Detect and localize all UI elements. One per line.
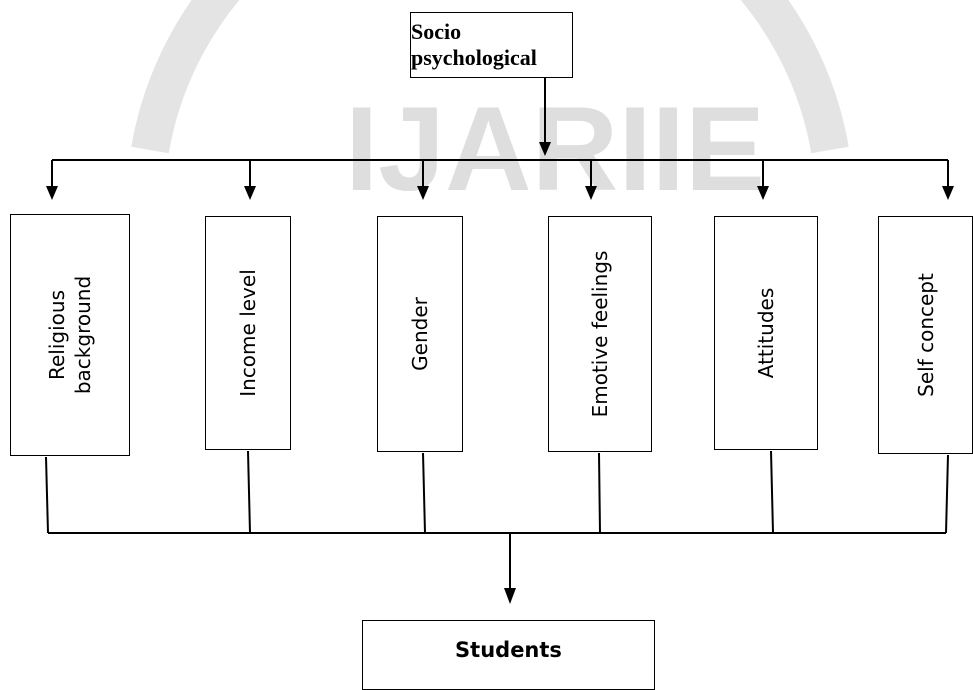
factor-label: Attitudes [753, 288, 779, 379]
watermark-text: IJARIIE [345, 82, 765, 216]
factor-node-income-level: Income level [205, 216, 291, 450]
factor-label: Income level [235, 269, 261, 397]
factor-node-emotive-feelings: Emotive feelings [548, 216, 652, 452]
arrowhead-root [539, 142, 551, 156]
factor-node-religious-background: Religious background [10, 214, 130, 456]
factor-node-attitudes: Attitudes [714, 216, 818, 450]
target-node: Students [362, 620, 655, 690]
root-node-label: Socio psychological [411, 19, 537, 70]
riser-attitudes [770, 450, 774, 534]
factor-label: Self concept [913, 273, 939, 397]
arrowhead-gender [417, 186, 429, 200]
riser-religious [45, 456, 49, 534]
factor-label: Emotive feelings [587, 251, 613, 418]
arrowhead-religious [46, 186, 58, 200]
factor-label-line: Self concept [913, 273, 938, 397]
factor-label-line: background [71, 275, 95, 395]
factor-label: Religious background [44, 276, 96, 394]
factor-node-gender: Gender [377, 216, 463, 452]
factor-label-line: Income level [236, 269, 260, 397]
factor-label: Gender [407, 297, 433, 371]
watermark-arc [131, 0, 849, 154]
arrowhead-attitudes [757, 186, 769, 200]
factor-label-line: Attitudes [754, 287, 778, 379]
factor-label-line: Gender [408, 297, 432, 371]
factor-label-line: Religious [45, 290, 69, 381]
arrowhead-emotive [585, 186, 597, 200]
factor-node-self-concept: Self concept [878, 216, 973, 454]
target-node-label: Students [455, 638, 562, 662]
arrowhead-target [504, 588, 516, 604]
arrowhead-self [942, 186, 954, 200]
riser-gender [422, 452, 426, 534]
root-node: Socio psychological [410, 12, 573, 78]
factor-label-line: Emotive feelings [588, 250, 612, 418]
riser-income [247, 450, 251, 534]
arrowhead-income [244, 186, 256, 200]
riser-emotive [598, 452, 601, 534]
riser-self [945, 454, 949, 534]
